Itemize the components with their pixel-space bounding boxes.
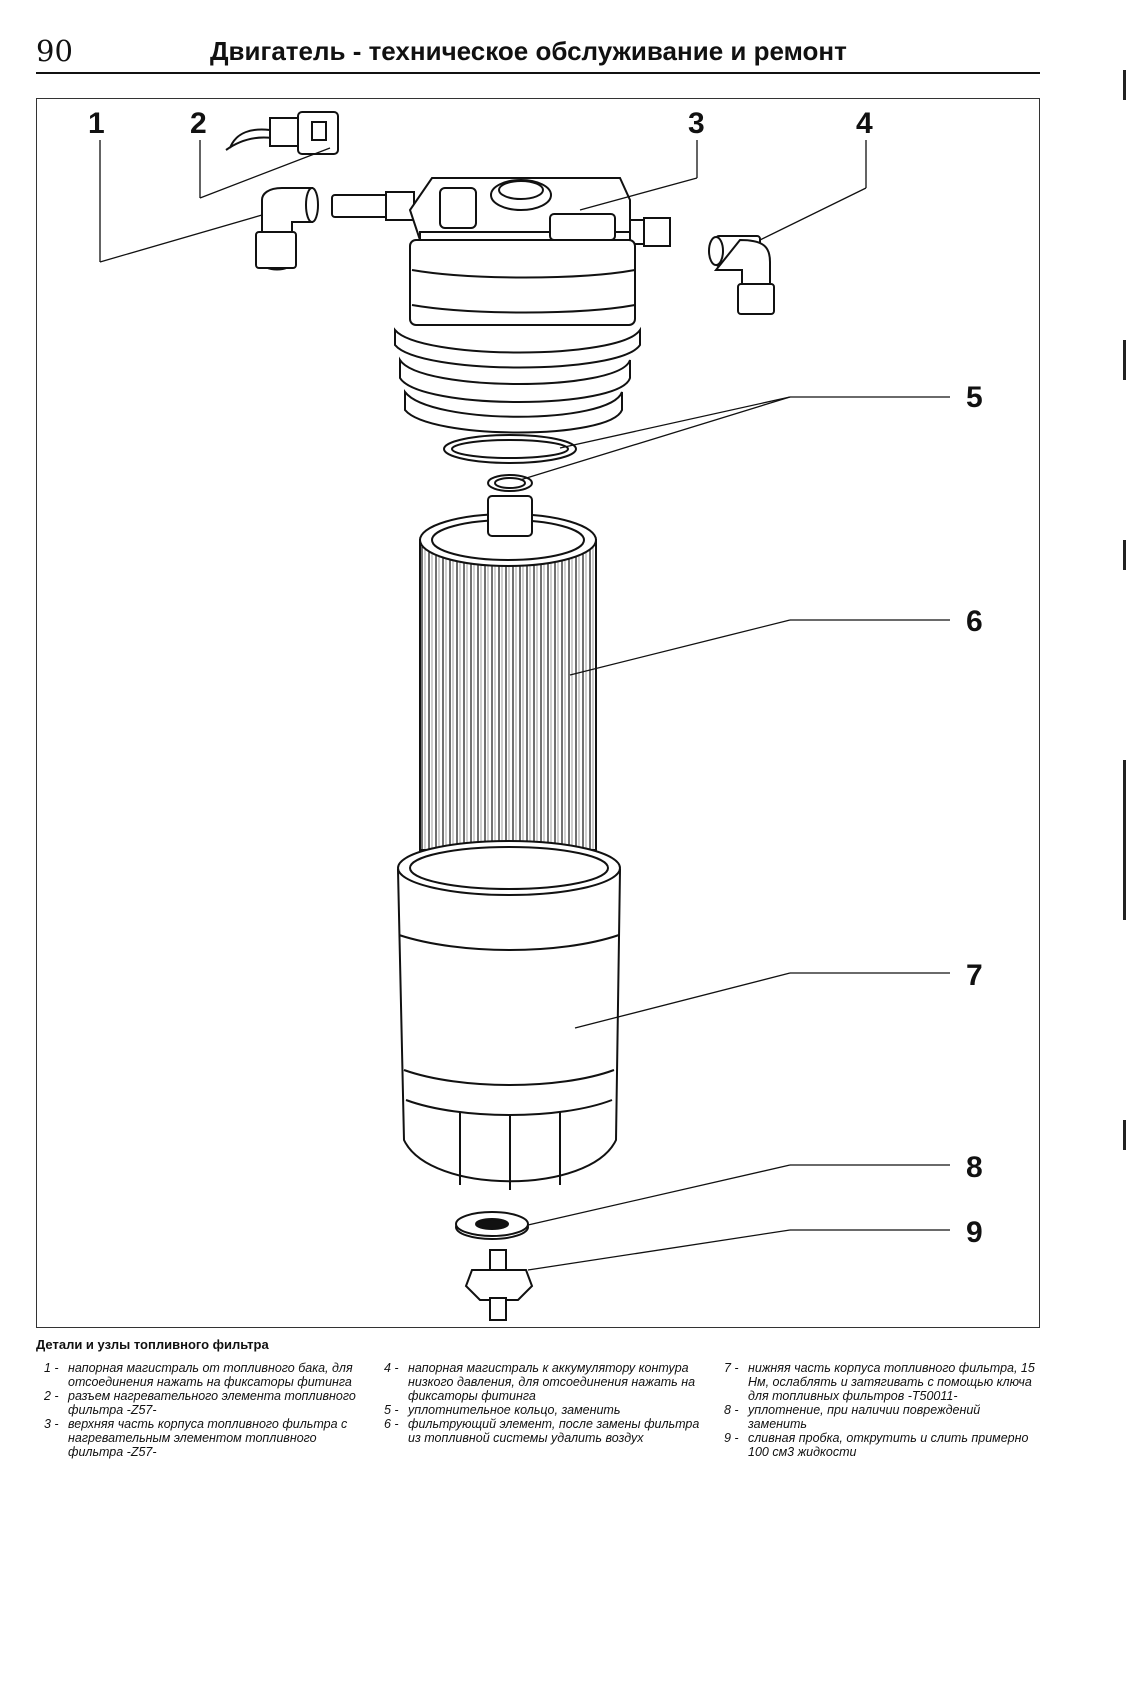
legend-text: уплотнение, при наличии повреждений заме…	[748, 1403, 981, 1431]
scan-edge-mark	[1123, 540, 1126, 570]
legend-text: верхняя часть корпуса топливного фильтра…	[68, 1417, 348, 1459]
legend-column-1: 1 - напорная магистраль от топливного бак…	[36, 1361, 356, 1459]
seal-washer	[455, 1211, 529, 1240]
figure-frame	[36, 98, 1040, 1328]
legend-text: нижняя часть корпуса топливного фильтра,…	[748, 1361, 1035, 1403]
outlet-elbow	[708, 235, 775, 315]
legend-item: 3 - верхняя часть корпуса топливного филь…	[36, 1417, 356, 1459]
lower-housing	[396, 840, 622, 1190]
callout-1: 1	[88, 107, 105, 140]
legend-item: 6 - фильтрующий элемент, после замены фил…	[376, 1417, 700, 1445]
scan-edge-mark	[1123, 760, 1126, 920]
legend-text: уплотнительное кольцо, заменить	[408, 1403, 621, 1417]
callout-6: 6	[966, 605, 983, 638]
callout-9: 9	[966, 1216, 983, 1249]
page-title: Двигатель - техническое обслуживание и р…	[210, 36, 847, 66]
callout-7: 7	[966, 959, 983, 992]
heater-connector	[225, 111, 339, 155]
legend-item: 2 - разъем нагревательного элемента топли…	[36, 1389, 356, 1417]
fuel-filter-diagram: 1 2 3 4 5 6 7 8 9	[88, 107, 983, 1321]
header-rule	[36, 72, 1040, 74]
legend-item: 4 - напорная магистраль к аккумулятору ко…	[376, 1361, 700, 1403]
legend-text: разъем нагревательного элемента топливно…	[68, 1389, 356, 1417]
scan-edge-mark	[1123, 340, 1126, 380]
legend-text: фильтрующий элемент, после замены фильтр…	[408, 1417, 700, 1445]
callout-8: 8	[966, 1151, 983, 1184]
drain-plug	[464, 1249, 534, 1321]
legend-number: 1 -	[44, 1361, 59, 1375]
scan-edge-mark	[1123, 1120, 1126, 1150]
legend-text: напорная магистраль к аккумулятору конту…	[408, 1361, 696, 1403]
legend-number: 2 -	[44, 1389, 59, 1403]
legend-column-2: 4 - напорная магистраль к аккумулятору ко…	[376, 1361, 700, 1445]
legend-item: 9 - сливная пробка, открутить и слить при…	[716, 1431, 1042, 1459]
legend-number: 3 -	[44, 1417, 59, 1431]
legend-number: 4 -	[384, 1361, 399, 1375]
sealing-rings	[443, 434, 577, 492]
figure-caption: Детали и узлы топливного фильтра	[36, 1337, 269, 1352]
filter-head	[331, 177, 671, 434]
legend-column-3: 7 - нижняя часть корпуса топливного фильт…	[716, 1361, 1042, 1459]
legend-number: 7 -	[724, 1361, 739, 1375]
inlet-elbow	[255, 187, 319, 271]
legend-item: 1 - напорная магистраль от топливного бак…	[36, 1361, 356, 1389]
callout-2: 2	[190, 107, 207, 140]
callout-5: 5	[966, 381, 983, 414]
legend-item: 8 - уплотнение, при наличии повреждений з…	[716, 1403, 1042, 1431]
legend-item: 5 - уплотнительное кольцо, заменить	[376, 1403, 700, 1417]
callout-3: 3	[688, 107, 705, 140]
page-number: 90	[36, 34, 73, 68]
filter-element	[419, 495, 597, 870]
legend-item: 7 - нижняя часть корпуса топливного фильт…	[716, 1361, 1042, 1403]
legend-text: сливная пробка, открутить и слить пример…	[748, 1431, 1029, 1459]
legend-number: 5 -	[384, 1403, 399, 1417]
scan-edge-mark	[1123, 70, 1126, 100]
legend-number: 8 -	[724, 1403, 739, 1417]
callout-4: 4	[856, 107, 873, 140]
legend-number: 9 -	[724, 1431, 739, 1445]
legend-number: 6 -	[384, 1417, 399, 1431]
leader-lines	[99, 140, 950, 1271]
legend-text: напорная магистраль от топливного бака, …	[68, 1361, 353, 1389]
